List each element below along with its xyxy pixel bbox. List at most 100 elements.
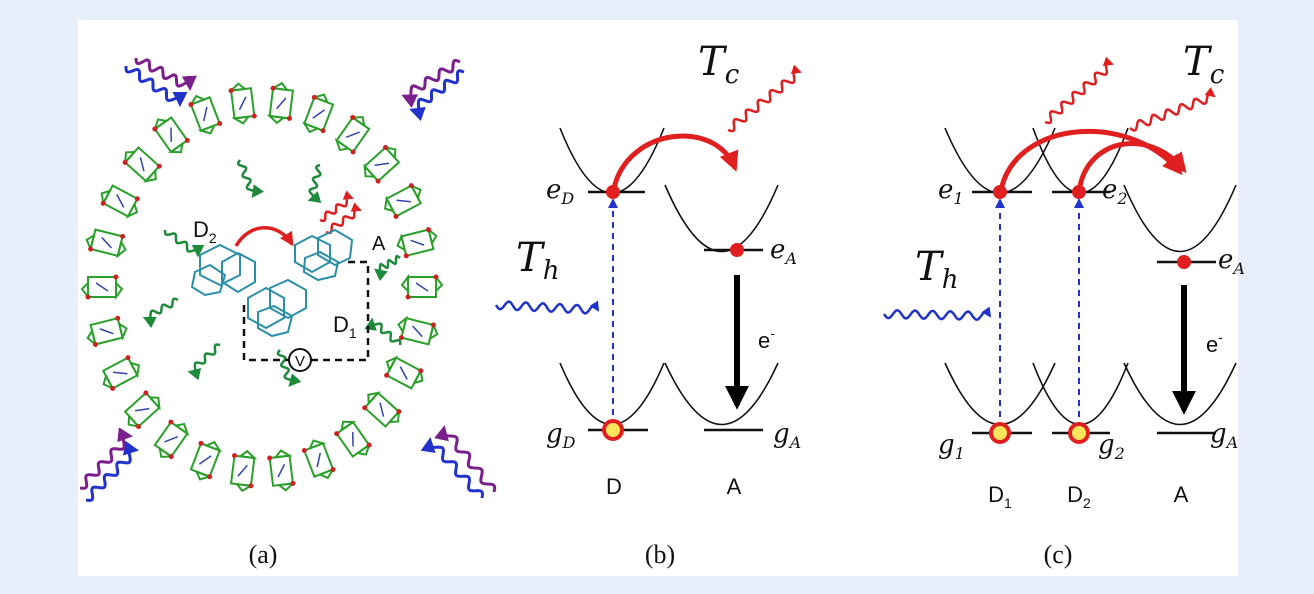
eA-label: eA <box>770 235 797 268</box>
chlorophyll-molecule <box>301 93 335 134</box>
chlorophyll-molecule <box>363 145 401 184</box>
donor-label: D <box>606 474 622 499</box>
absorbed-photon-arrows <box>142 159 402 387</box>
absorbed-photon-icon <box>163 230 205 258</box>
acceptor-state-dot <box>1177 255 1191 269</box>
incoming-photons <box>79 57 497 502</box>
t-cold-label: Tc <box>698 39 740 90</box>
chlorophyll-molecule <box>123 390 161 429</box>
transfer-arrow-icon <box>234 226 294 247</box>
well-e1 <box>944 127 1056 194</box>
acceptor-label: A <box>1174 482 1189 507</box>
eD-label: eD <box>546 175 574 208</box>
incoming-photon-icon <box>409 69 465 122</box>
chlorophyll-molecule <box>189 440 223 481</box>
donor-2-label: D2 <box>193 217 217 246</box>
chlorophyll-molecule <box>362 391 402 428</box>
emitted-photon-icon <box>325 202 362 235</box>
transfer-arrow-icon <box>611 133 739 189</box>
chlorophyll-molecule <box>101 355 141 391</box>
chlorophyll-molecule <box>229 449 258 493</box>
panel-c-marks: Tc Th e1 e2 eA g1 g2 gA e- D1 D2 A (c) <box>882 39 1245 569</box>
panel-a: V D2 D1 A (a) <box>79 57 497 569</box>
excited-state-dot <box>606 185 620 199</box>
eA-label: eA <box>1218 245 1245 278</box>
t-cold-label: Tc <box>1183 39 1225 90</box>
chlorophyll-molecule <box>383 183 423 219</box>
chlorophyll-molecule <box>152 116 190 154</box>
hot-photon-icon <box>494 300 600 315</box>
absorbed-photon-icon <box>307 163 322 204</box>
cold-photon-2-icon <box>1129 87 1216 132</box>
acceptor-state-dot <box>730 243 744 257</box>
chlorophyll-ring <box>80 81 444 493</box>
absorbed-photon-icon <box>187 343 221 381</box>
t-hot-label: Th <box>516 235 559 286</box>
excited-state-1-dot <box>993 185 1007 199</box>
panel-b <box>559 127 779 432</box>
donor-1-label: D1 <box>333 312 357 341</box>
absorbed-photon-icon <box>374 255 401 282</box>
cold-photon-1-icon <box>1044 56 1114 125</box>
g2-label: g2 <box>1098 430 1125 463</box>
well-gA <box>664 362 779 426</box>
chlorophyll-molecule <box>85 228 127 259</box>
ground-state-dot <box>602 419 624 441</box>
chlorophyll-molecule <box>188 94 223 135</box>
gA-label: gA <box>773 419 801 452</box>
e1-label: e1 <box>938 175 964 208</box>
voltmeter-icon <box>288 348 312 372</box>
chlorophyll-molecule <box>122 146 162 183</box>
incoming-photon-icon <box>420 437 485 499</box>
chlorophyll-molecule <box>266 81 295 125</box>
caption-b: (b) <box>645 540 675 569</box>
well-gA <box>1123 362 1237 426</box>
incoming-photon-icon <box>134 57 197 91</box>
figure-panel <box>78 20 1238 576</box>
chlorophyll-molecule <box>301 439 336 480</box>
gD-label: gD <box>546 419 576 452</box>
panel-c <box>944 127 1237 435</box>
chlorophyll-molecule <box>86 315 128 348</box>
excited-state-2-dot <box>1072 185 1086 199</box>
reaction-center <box>190 228 354 338</box>
acceptor-label: A <box>372 233 386 255</box>
incoming-photon-icon <box>85 440 139 502</box>
e2-label: e2 <box>1102 175 1128 208</box>
panel-b-marks: Tc Th eD eA gD gA e- D A (b) <box>494 39 802 569</box>
gA-label: gA <box>1210 419 1238 452</box>
g1-label: g1 <box>938 430 965 463</box>
chlorophyll-molecule <box>228 82 257 125</box>
ground-state-1-dot <box>989 422 1011 444</box>
absorbed-photon-icon <box>236 159 264 199</box>
electron-label: e- <box>758 325 775 353</box>
donor-1-label: D1 <box>988 482 1012 511</box>
well-g2 <box>1032 362 1129 426</box>
acceptor-label: A <box>727 474 742 499</box>
caption-a: (a) <box>249 540 278 569</box>
donor-2-label: D2 <box>1067 482 1091 511</box>
chlorophyll-molecule <box>396 226 438 259</box>
transfer-arrow-1-icon <box>999 128 1183 187</box>
circuit <box>242 260 370 362</box>
incoming-photon-icon <box>79 427 133 490</box>
voltmeter-label: V <box>295 353 305 370</box>
well-eA <box>664 184 779 253</box>
chlorophyll-molecule <box>100 184 140 219</box>
transfer-arrow-2-icon <box>1077 141 1187 187</box>
incoming-photon-icon <box>124 66 188 107</box>
chlorophyll-molecule <box>397 315 439 346</box>
chlorophyll-molecule <box>153 419 190 460</box>
hot-photon-icon <box>882 306 992 321</box>
emitted-photon-icon <box>319 190 354 223</box>
chlorophyll-molecule <box>384 355 424 390</box>
absorbed-photon-icon <box>364 317 402 346</box>
well-eD <box>559 127 665 194</box>
chlorophyll-molecule <box>334 420 372 458</box>
t-hot-label: Th <box>915 244 958 295</box>
absorbed-photon-icon <box>142 297 179 329</box>
well-eA <box>1123 184 1237 253</box>
incoming-photon-icon <box>434 425 497 493</box>
chlorophyll-molecule <box>400 274 444 300</box>
